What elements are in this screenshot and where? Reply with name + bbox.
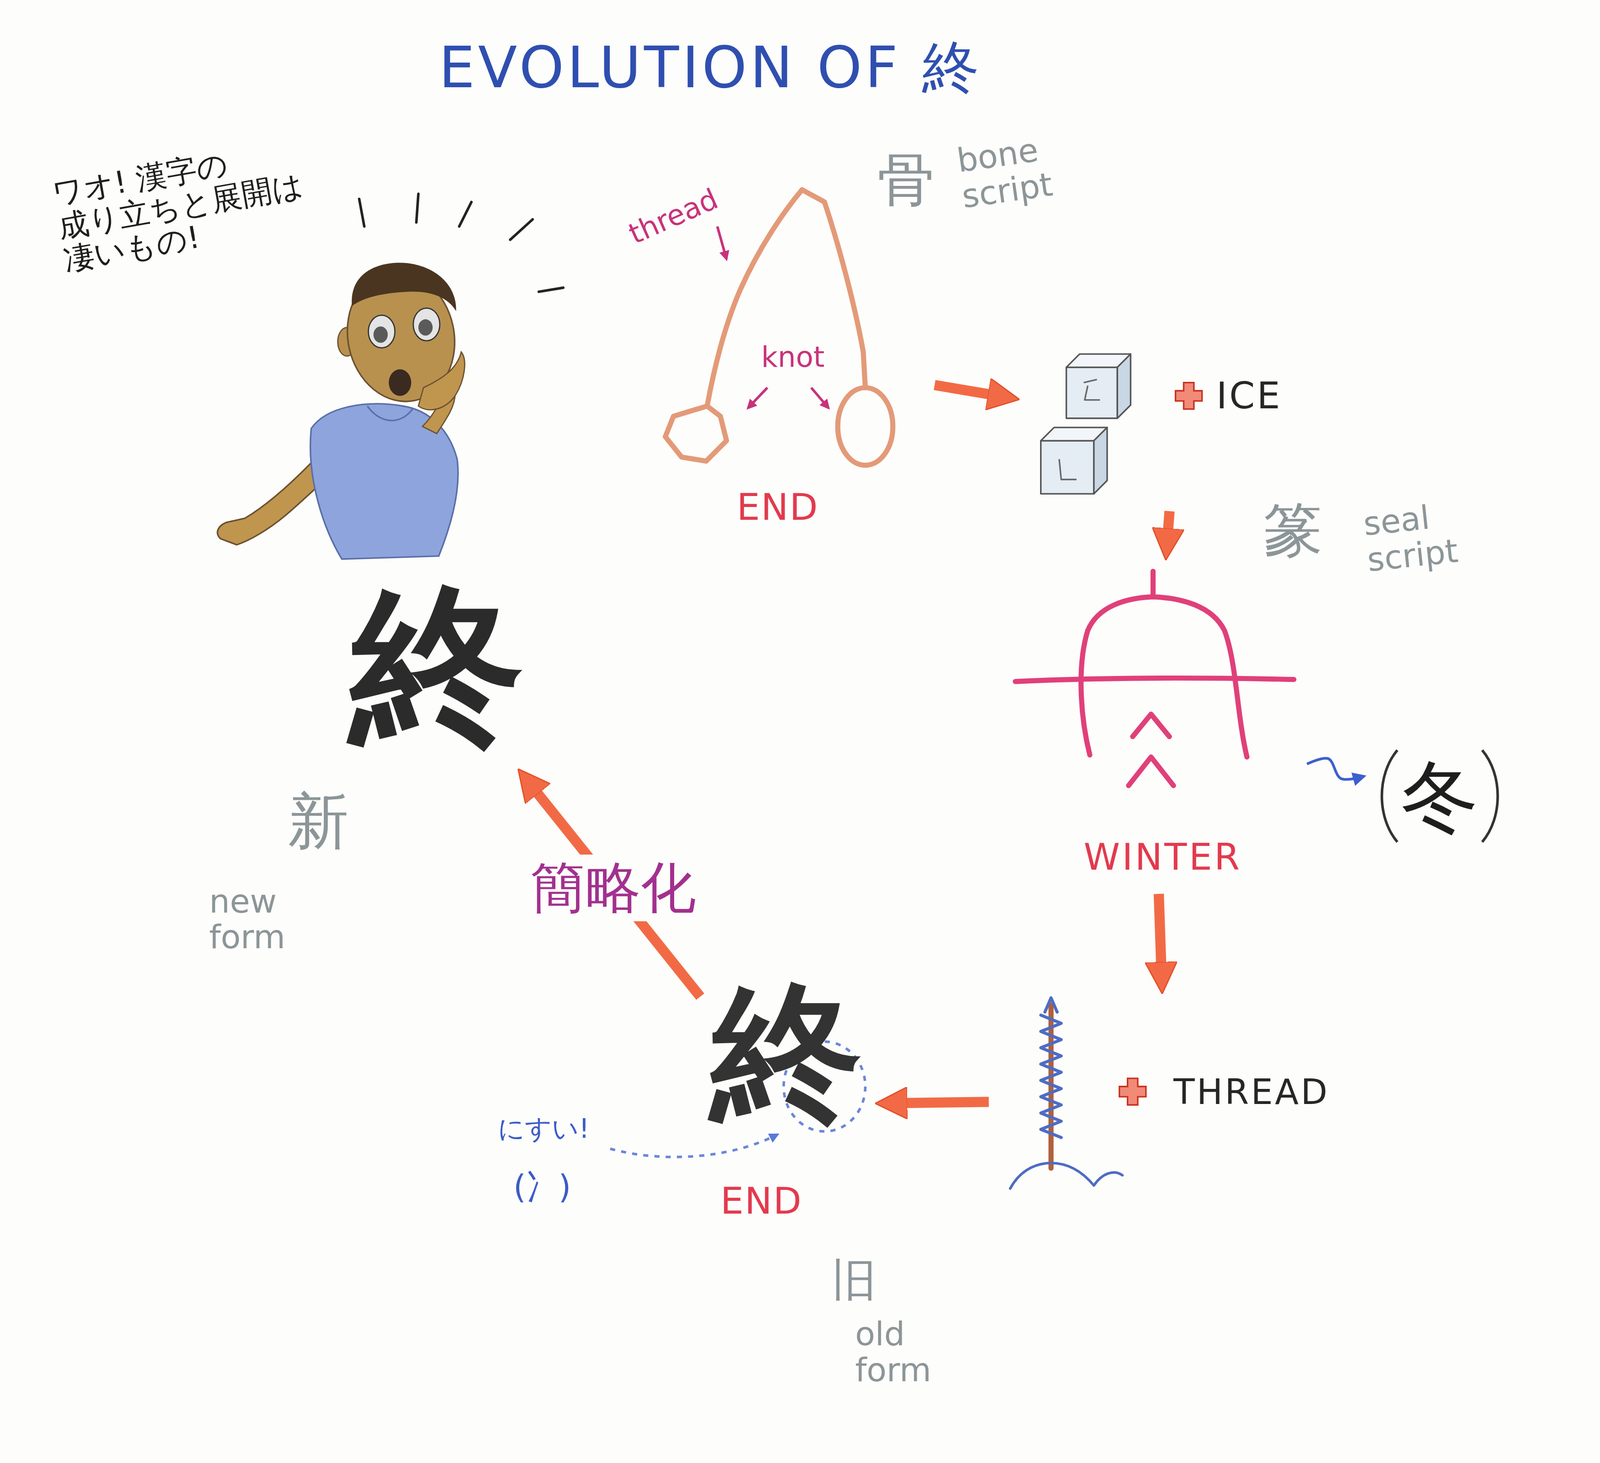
leader-line [717,226,830,409]
person-figure [367,406,414,421]
kanji: 冬 [1372,754,1507,840]
person-figure [413,308,440,341]
thread-stage: THREAD [994,999,1337,1199]
seal-script-glyph [1015,571,1294,786]
thread-drawing [1045,997,1058,1012]
script-name: seal script [1362,493,1492,578]
meaning-label: END [720,1180,803,1221]
thread-drawing [1040,1014,1062,1138]
block-arrow [934,385,1007,398]
ice-cubes [1117,353,1131,419]
speech-text: ワオ! 漢字の 成り立ちと展開は 凄いもの! [49,129,344,278]
derived-character: 冬 [1372,739,1507,853]
radical-highlight [610,1134,778,1157]
curly-arrow [1306,758,1362,780]
knot-callout: knot [761,341,825,374]
thread-drawing [1010,1162,1123,1189]
script-name: bone script [954,126,1086,215]
bone-script-glyph [665,406,727,462]
form-name: new form [209,883,332,956]
component-label: THREAD [1173,1073,1330,1112]
ice-stage: ICE [1025,347,1327,506]
radical-symbol: (冫) [513,1169,572,1206]
person-figure [368,315,395,348]
ice-cubes [1040,440,1094,494]
ice-cubes [1093,427,1108,494]
surprise-lines [359,199,365,227]
component-label: ICE [1216,375,1283,416]
bone-script-glyph [837,387,893,466]
seal-script-glyph [1015,678,1294,682]
surprise-lines [459,201,472,227]
old-form-stage: 終 END [703,964,869,1245]
surprise-lines [538,287,564,292]
parenthesis-outline [1482,749,1498,842]
person-figure [217,261,467,560]
person-figure [418,319,433,336]
seal-script-glyph [1132,714,1170,737]
bone-script-stage: thread knotEND [612,178,929,536]
plus-symbol [1119,1078,1146,1105]
surprise-lines [416,193,418,223]
ice-cubes [1059,459,1077,480]
bone-script-glyph [665,189,893,465]
thread-callout: thread [624,183,723,250]
form-kanji: 新 [287,787,349,856]
block-arrow [1158,893,1162,982]
radical-note: にすい! [497,1114,590,1144]
plus-symbol [1119,382,1203,1105]
block-arrow [887,1101,989,1104]
surprise-lines [510,219,533,240]
plus-symbol [1175,382,1203,410]
ice-cubes [1040,353,1131,494]
leader-line [811,387,829,409]
seal-script-stage: WINTER [1005,566,1302,888]
seal-script-glyph [1128,756,1174,786]
connectors [526,385,1362,1104]
person-figure [388,369,412,397]
thread-drawing [1010,997,1123,1189]
new-form-stage: 終 [341,571,533,765]
kanji: 終 [341,571,533,763]
kanji: 終 [703,970,869,1137]
ice-cubes [1083,379,1101,401]
ice-cubes [1066,367,1118,419]
person-figure [351,262,456,312]
bone-script-glyph [707,189,803,407]
parenthesis-outline [1381,749,1398,842]
script-kanji: 篆 [1263,497,1323,564]
form-name: old form [855,1316,968,1389]
person-figure [373,326,388,344]
block-arrow [1166,511,1170,548]
leader-line [717,226,727,259]
surprise-lines [359,193,564,292]
meaning-label: WINTER [1083,836,1242,877]
person-figure [335,261,467,412]
diagram-title: EVOLUTION OF 終 [438,36,983,100]
leader-line [748,387,768,409]
seal-script-glyph [1150,571,1156,597]
process-label: 簡略化 [523,854,703,922]
form-kanji: 旧 [831,1255,877,1305]
meaning-label: END [736,486,819,528]
person-figure [418,352,465,410]
script-kanji: 骨 [877,148,935,212]
